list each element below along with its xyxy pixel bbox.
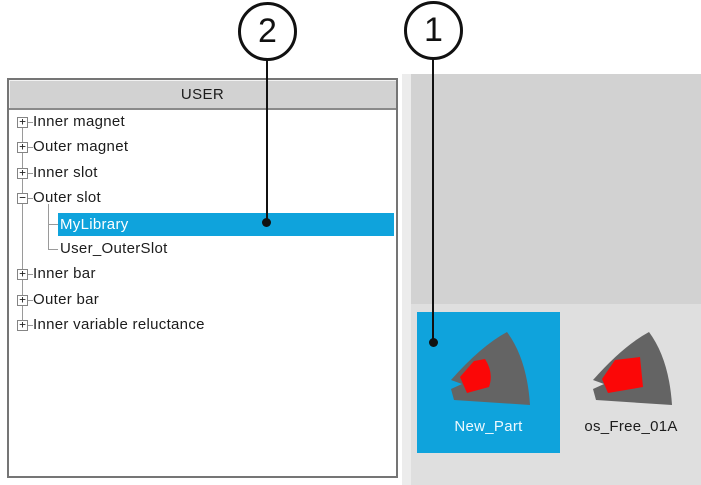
expand-icon[interactable]: +	[17, 141, 28, 154]
callout-dot	[429, 338, 438, 347]
callout-line	[266, 58, 268, 222]
tree-item-label[interactable]: Inner magnet	[33, 113, 125, 130]
tree-item-mylibrary[interactable]: MyLibrary	[9, 212, 396, 237]
tree-item-inner-slot[interactable]: + Inner slot	[9, 161, 396, 186]
callout-circle-1: 1	[404, 1, 463, 60]
expand-icon[interactable]: +	[17, 268, 28, 281]
tree-item-outer-slot[interactable]: − Outer slot	[9, 186, 396, 211]
tree-connector-line	[28, 172, 33, 174]
tree-item-inner-variable-reluctance[interactable]: + Inner variable reluctance	[9, 313, 396, 338]
tree-item-label[interactable]: Outer magnet	[33, 138, 129, 156]
tree-connector-line	[28, 325, 33, 327]
tree-item-label[interactable]: Inner variable reluctance	[33, 316, 205, 334]
tree-connector-line	[48, 223, 58, 225]
slot-part-preview-icon	[593, 332, 672, 405]
panel-splitter[interactable]	[402, 74, 411, 485]
tree-item-outer-bar[interactable]: + Outer bar	[9, 288, 396, 313]
gallery-item-os-free-01a[interactable]: os_Free_01A	[567, 312, 695, 453]
tree-item-label[interactable]: Inner bar	[33, 265, 96, 283]
tree-connector-line	[22, 122, 23, 326]
gallery-item-new-part[interactable]: New_Part	[417, 312, 560, 453]
tree-item-inner-bar[interactable]: + Inner bar	[9, 262, 396, 287]
callout-dot	[262, 218, 271, 227]
selected-row-highlight[interactable]: MyLibrary	[58, 212, 394, 236]
tree-connector-line	[28, 122, 33, 123]
tree-item-user-outerslot[interactable]: User_OuterSlot	[9, 237, 396, 262]
panel-title: USER	[9, 80, 396, 110]
tree-connector-line	[28, 299, 33, 301]
gallery-item-label: New_Part	[454, 418, 523, 435]
tree-connector-line	[28, 198, 33, 200]
tree-connector-line	[28, 274, 33, 276]
tree-connector-line	[28, 147, 33, 149]
slot-part-preview-icon	[450, 332, 530, 405]
callout-line	[432, 57, 434, 343]
expand-icon[interactable]: +	[17, 167, 28, 179]
gallery-preview-area	[411, 74, 701, 304]
expand-icon[interactable]: +	[17, 116, 28, 128]
expand-icon[interactable]: +	[17, 294, 28, 306]
callout-circle-2: 2	[238, 2, 297, 61]
gallery-item-label: os_Free_01A	[584, 418, 678, 435]
collapse-icon[interactable]: −	[17, 192, 28, 205]
tree-item-label[interactable]: User_OuterSlot	[60, 240, 168, 257]
tree-item-label[interactable]: Outer slot	[33, 189, 102, 207]
expand-icon[interactable]: +	[17, 319, 28, 332]
tree-item-outer-magnet[interactable]: + Outer magnet	[9, 135, 396, 160]
tree-connector-line	[48, 204, 49, 250]
tree-item-label: MyLibrary	[60, 215, 129, 233]
tree-item-label[interactable]: Inner slot	[33, 163, 98, 181]
library-tree: + Inner magnet + Outer magnet + Inner sl…	[9, 110, 396, 467]
tree-item-label[interactable]: Outer bar	[33, 290, 100, 308]
tree-connector-line	[48, 249, 58, 250]
tree-item-inner-magnet[interactable]: + Inner magnet	[9, 110, 396, 135]
user-library-panel: USER + Inner magnet + Outer magnet + Inn…	[7, 78, 398, 478]
